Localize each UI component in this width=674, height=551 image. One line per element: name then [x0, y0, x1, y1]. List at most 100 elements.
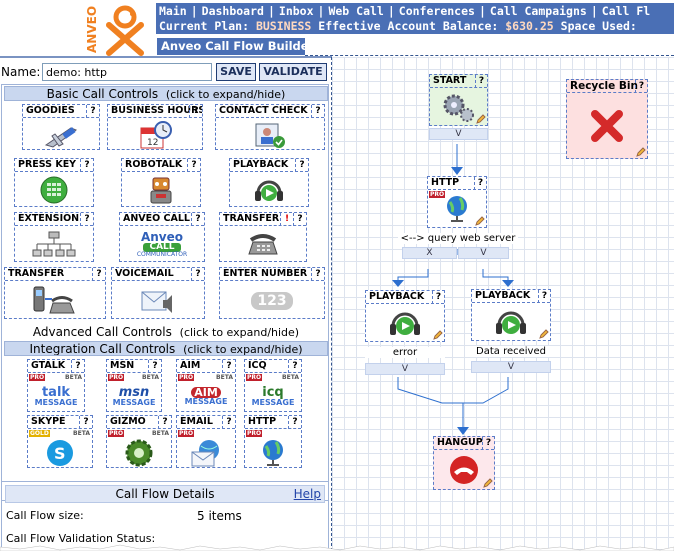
plan-value: BUSINESS	[255, 19, 312, 33]
http-fail-port[interactable]: X	[402, 247, 457, 259]
flow-size-label: Call Flow size:	[6, 509, 84, 522]
tile-http[interactable]: HTTP ? PRO	[244, 415, 302, 468]
svg-text:S: S	[54, 444, 66, 463]
nav-conferences[interactable]: Conferences	[398, 4, 475, 18]
tile-aim[interactable]: AIM ? PRO BETA AIM MESSAGE	[176, 359, 236, 412]
nav-dashboard[interactable]: Dashboard	[201, 4, 264, 18]
delete-x-icon	[591, 110, 623, 142]
node-hangup[interactable]: HANGUP ?	[433, 436, 495, 490]
controls-box: Basic Call Controls (click to expand/hid…	[1, 84, 329, 501]
help-button[interactable]: ?	[86, 105, 99, 118]
tile-transfer-2[interactable]: TRANSFER ?	[4, 267, 106, 319]
help-button[interactable]: ?	[311, 268, 324, 281]
help-button[interactable]: ?	[475, 75, 487, 88]
app-header: ANVEO Main|Dashboard|Inbox|Web Call|Conf…	[0, 0, 674, 58]
validate-button[interactable]: VALIDATE	[259, 63, 327, 81]
svg-text:12: 12	[147, 138, 158, 148]
node-label: HANGUP	[434, 437, 494, 450]
basic-controls-title: Basic Call Controls	[46, 87, 159, 101]
help-button[interactable]: ?	[80, 159, 93, 172]
help-button[interactable]: ?	[293, 213, 306, 226]
help-button[interactable]: ?	[92, 268, 105, 281]
tile-label: CONTACT CHECK	[216, 105, 324, 118]
start-output-port[interactable]: V	[429, 128, 488, 140]
help-button[interactable]: ?	[191, 268, 204, 281]
playback-error-port[interactable]: V	[365, 363, 445, 375]
integration-controls-header[interactable]: Integration Call Controls (click to expa…	[4, 341, 328, 356]
help-button[interactable]: ?	[288, 360, 301, 373]
nav-call-flow[interactable]: Call Fl	[601, 4, 651, 18]
tile-skype[interactable]: SKYPE ? GOLD BETA S	[27, 415, 93, 468]
tile-transfer[interactable]: TRANSFER ! ?	[219, 212, 307, 262]
tile-business-hours[interactable]: BUSINESS HOURS ? 12	[107, 104, 203, 150]
tile-extension[interactable]: EXTENSION ?	[14, 212, 94, 262]
nav-main[interactable]: Main	[159, 4, 187, 18]
flow-canvas[interactable]: START ? V HTTP ? PRO <--> query web serv…	[332, 57, 674, 551]
help-button[interactable]: ?	[79, 416, 92, 429]
help-button[interactable]: ?	[482, 437, 494, 450]
node-playback-error[interactable]: PLAYBACK ?	[365, 290, 445, 342]
recycle-bin[interactable]: Recycle Bin ?	[566, 79, 648, 159]
tile-gizmo[interactable]: GIZMO ? PRO BETA	[106, 415, 172, 468]
node-start[interactable]: START ?	[429, 74, 488, 126]
gtalk-word: talk	[41, 385, 71, 400]
tile-email[interactable]: EMAIL ? PRO	[176, 415, 236, 468]
headphones-play-icon	[390, 312, 420, 335]
tile-anveo-call[interactable]: ANVEO CALL ? Anveo CALL COMMUNICATOR	[119, 212, 205, 262]
help-button[interactable]: ?	[158, 416, 171, 429]
tile-playback[interactable]: PLAYBACK ?	[229, 158, 309, 207]
help-button[interactable]: ?	[222, 416, 235, 429]
playback-success-port[interactable]: V	[471, 361, 551, 373]
calendar-clock-icon: 12	[140, 120, 172, 148]
help-button[interactable]: ?	[288, 416, 301, 429]
details-help-link[interactable]: Help	[293, 487, 321, 501]
balance-value: $630.25	[505, 19, 554, 33]
edit-pencil-icon[interactable]	[539, 329, 549, 339]
anveo-logo[interactable]: ANVEO	[85, 3, 151, 57]
help-button[interactable]: ?	[295, 159, 308, 172]
tile-goodies[interactable]: GOODIES ?	[22, 104, 100, 150]
edit-pencil-icon[interactable]	[433, 330, 443, 340]
tile-icq[interactable]: ICQ ? PRO BETA icq MESSAGE	[244, 359, 302, 412]
help-button[interactable]: ?	[191, 213, 204, 226]
tile-label: PRESS KEY	[15, 159, 93, 172]
help-button[interactable]: ?	[432, 291, 444, 304]
details-header: Call Flow Details Help	[5, 485, 325, 503]
tile-press-key[interactable]: PRESS KEY ?	[14, 158, 94, 207]
nav-inbox[interactable]: Inbox	[278, 4, 314, 18]
edit-pencil-icon[interactable]	[636, 147, 646, 157]
msn-word: msn	[118, 385, 150, 400]
edit-pencil-icon[interactable]	[475, 216, 485, 226]
recycle-bin-label: Recycle Bin	[567, 80, 647, 93]
help-button[interactable]: ?	[222, 360, 235, 373]
http-success-port[interactable]: V	[458, 247, 509, 259]
flow-name-input[interactable]	[42, 63, 212, 81]
node-http[interactable]: HTTP ? PRO	[427, 176, 487, 228]
tile-label: TRANSFER	[220, 213, 306, 226]
help-button[interactable]: ?	[148, 360, 161, 373]
nav-web-call[interactable]: Web Call	[328, 4, 384, 18]
tile-enter-number[interactable]: ENTER NUMBER ? 123	[219, 267, 325, 319]
help-button[interactable]: ?	[538, 290, 550, 303]
call-flow-details: Call Flow Details Help Call Flow size: 5…	[1, 481, 329, 551]
help-button[interactable]: ?	[71, 360, 84, 373]
help-button[interactable]: ?	[311, 105, 324, 118]
edit-pencil-icon[interactable]	[483, 478, 493, 488]
details-title: Call Flow Details	[115, 487, 215, 501]
node-playback-success[interactable]: PLAYBACK ?	[471, 289, 551, 341]
tile-robotalk[interactable]: ROBOTALK ?	[121, 158, 201, 207]
tile-msn[interactable]: MSN ? PRO BETA msn MESSAGE	[106, 359, 162, 412]
nav-call-campaigns[interactable]: Call Campaigns	[489, 4, 587, 18]
tile-gtalk[interactable]: GTALK ? PRO BETA talk MESSAGE	[27, 359, 85, 412]
help-button[interactable]: ?	[635, 80, 647, 93]
help-button[interactable]: ?	[474, 177, 486, 190]
help-button[interactable]: ?	[189, 105, 202, 118]
help-button[interactable]: ?	[80, 213, 93, 226]
advanced-controls-header[interactable]: Advanced Call Controls (click to expand/…	[4, 325, 328, 340]
help-button[interactable]: ?	[187, 159, 200, 172]
basic-controls-header[interactable]: Basic Call Controls (click to expand/hid…	[4, 86, 328, 101]
tile-voicemail[interactable]: VOICEMAIL ?	[111, 267, 205, 319]
save-button[interactable]: SAVE	[216, 63, 256, 81]
edit-pencil-icon[interactable]	[476, 114, 486, 124]
tile-contact-check[interactable]: CONTACT CHECK ?	[215, 104, 325, 150]
